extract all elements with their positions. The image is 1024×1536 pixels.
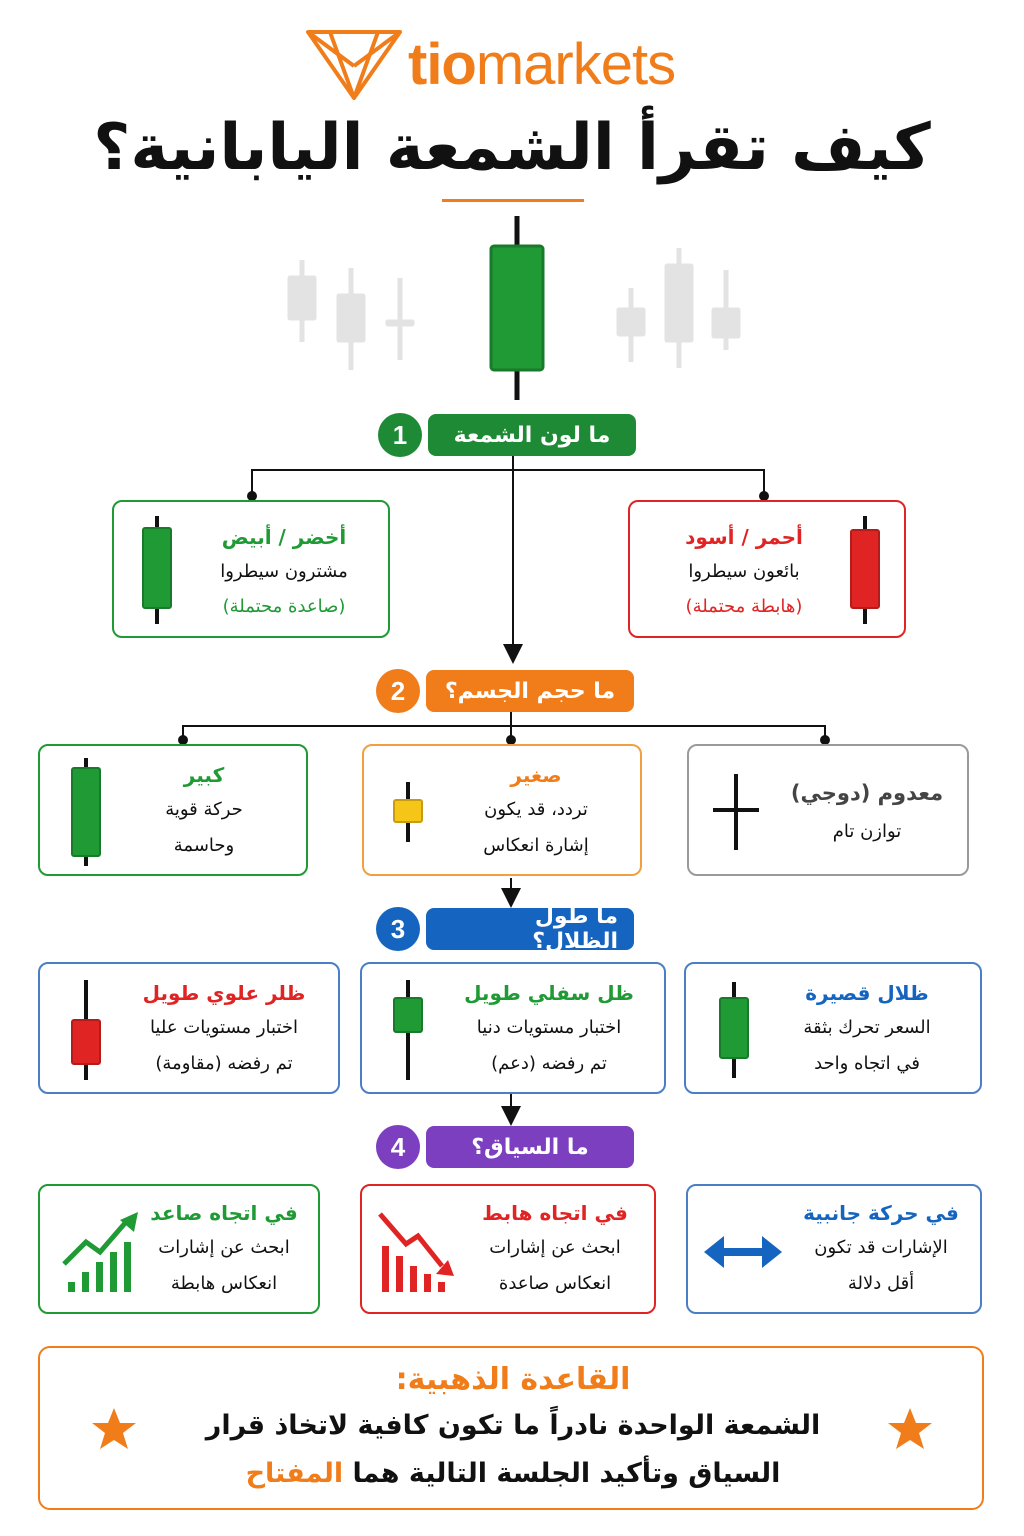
card-line2: (صاعدة محتملة) — [222, 596, 346, 617]
uptrend-chart-icon — [62, 1212, 138, 1292]
step-3-label: ما طول الظلال؟ — [426, 904, 634, 954]
step-1: 1 ما لون الشمعة — [378, 413, 636, 457]
card-long-lower-shadow: ظل سفلي طويل اختبار مستويات دنيا تم رفضه… — [360, 962, 666, 1094]
long-lower-shadow-candle-icon — [393, 980, 423, 1080]
card-title: معدوم (دوجي) — [790, 781, 944, 805]
star-icon — [92, 1408, 136, 1449]
step-2-number: 2 — [376, 669, 420, 713]
card-big-body: كبير حركة قوية وحاسمة — [38, 744, 308, 876]
step-1-label: ما لون الشمعة — [428, 414, 636, 456]
card-line2: تم رفضه (دعم) — [491, 1053, 607, 1074]
doji-icon — [713, 774, 759, 850]
card-title: أخضر / أبيض — [221, 525, 347, 549]
golden-rule-line2: السياق وتأكيد الجلسة التالية هما المفتاح — [40, 1458, 986, 1489]
card-title: في اتجاه هابط — [482, 1201, 628, 1225]
small-body-candle-icon — [393, 782, 423, 842]
card-line2: أقل دلالة — [847, 1273, 915, 1294]
card-long-upper-shadow: ظلر علوي طويل اختبار مستويات عليا تم رفض… — [38, 962, 340, 1094]
golden-rule-line1: الشمعة الواحدة نادراً ما تكون كافية لاتخ… — [205, 1410, 821, 1441]
step-1-number: 1 — [378, 413, 422, 457]
card-line2: انعكاس صاعدة — [498, 1273, 612, 1294]
golden-rule-key-word: المفتاح — [245, 1458, 344, 1489]
card-line2: في اتجاه واحد — [814, 1053, 920, 1074]
short-shadow-candle-icon — [719, 982, 749, 1078]
golden-rule-line2-text: السياق وتأكيد الجلسة التالية هما — [352, 1458, 781, 1489]
card-title: كبير — [183, 763, 225, 787]
brand-name-light: tio — [408, 32, 477, 97]
card-uptrend: في اتجاه صاعد ابحث عن إشارات انعكاس هابط… — [38, 1184, 320, 1314]
card-title: ظلر علوي طويل — [142, 981, 306, 1005]
step-2: 2 ما حجم الجسم؟ — [376, 669, 634, 713]
step-3: 3 ما طول الظلال؟ — [376, 904, 634, 954]
card-line1: بائعون سيطروا — [688, 561, 800, 582]
card-line2: انعكاس هابطة — [170, 1273, 278, 1294]
step-3-number: 3 — [376, 907, 420, 951]
card-title: في اتجاه صاعد — [150, 1201, 298, 1225]
step-4: 4 ما السياق؟ — [376, 1125, 634, 1169]
card-title: صغير — [510, 763, 562, 787]
card-line1: الإشارات قد تكون — [814, 1237, 948, 1258]
card-small-body: صغير تردد، قد يكون إشارة انعكاس — [362, 744, 642, 876]
card-line1: اختبار مستويات دنيا — [476, 1017, 622, 1038]
card-sideways: في حركة جانبية الإشارات قد تكون أقل دلال… — [686, 1184, 982, 1314]
card-line1: السعر تحرك بثقة — [803, 1017, 931, 1038]
card-title: في حركة جانبية — [803, 1201, 959, 1225]
card-line2: إشارة انعكاس — [483, 835, 589, 856]
brand-name-bold: markets — [475, 32, 676, 97]
card-line1: حركة قوية — [165, 799, 243, 820]
step-2-label: ما حجم الجسم؟ — [426, 670, 634, 712]
step-4-number: 4 — [376, 1125, 420, 1169]
card-line2: (هابطة محتملة) — [685, 596, 803, 617]
card-line1: توازن تام — [832, 821, 902, 842]
step-4-label: ما السياق؟ — [426, 1126, 634, 1168]
golden-rule-box: القاعدة الذهبية: الشمعة الواحدة نادراً م… — [38, 1346, 984, 1510]
card-title: ظلال قصيرة — [805, 981, 929, 1005]
downtrend-chart-icon — [378, 1212, 454, 1292]
card-line1: مشترون سيطروا — [220, 561, 348, 582]
card-short-shadows: ظلال قصيرة السعر تحرك بثقة في اتجاه واحد — [684, 962, 982, 1094]
big-body-candle-icon — [71, 758, 101, 866]
hero-candles-illustration — [287, 216, 741, 400]
title-underline — [442, 199, 584, 202]
star-icon — [888, 1408, 932, 1449]
card-line2: تم رفضه (مقاومة) — [155, 1053, 293, 1074]
page-title: كيف تقرأ الشمعة اليابانية؟ — [93, 111, 931, 185]
card-line1: ابحث عن إشارات — [158, 1237, 290, 1258]
golden-rule-title: القاعدة الذهبية: — [395, 1362, 631, 1397]
card-red-black: أحمر / أسود بائعون سيطروا (هابطة محتملة) — [628, 500, 906, 638]
long-upper-shadow-candle-icon — [71, 980, 101, 1080]
card-downtrend: في اتجاه هابط ابحث عن إشارات انعكاس صاعد… — [360, 1184, 656, 1314]
brand-name: tiomarkets — [408, 30, 676, 100]
red-candle-icon — [850, 516, 880, 624]
card-title: أحمر / أسود — [685, 525, 803, 549]
card-line1: تردد، قد يكون — [484, 799, 588, 820]
card-doji: معدوم (دوجي) توازن تام — [687, 744, 969, 876]
card-line1: ابحث عن إشارات — [489, 1237, 621, 1258]
tiomarkets-logo-icon — [306, 30, 402, 100]
green-candle-icon — [142, 516, 172, 624]
card-title: ظل سفلي طويل — [464, 981, 634, 1005]
card-green-white: أخضر / أبيض مشترون سيطروا (صاعدة محتملة) — [112, 500, 390, 638]
card-line2: وحاسمة — [173, 835, 235, 856]
card-line1: اختبار مستويات عليا — [149, 1017, 299, 1038]
sideways-arrow-icon — [704, 1236, 782, 1268]
